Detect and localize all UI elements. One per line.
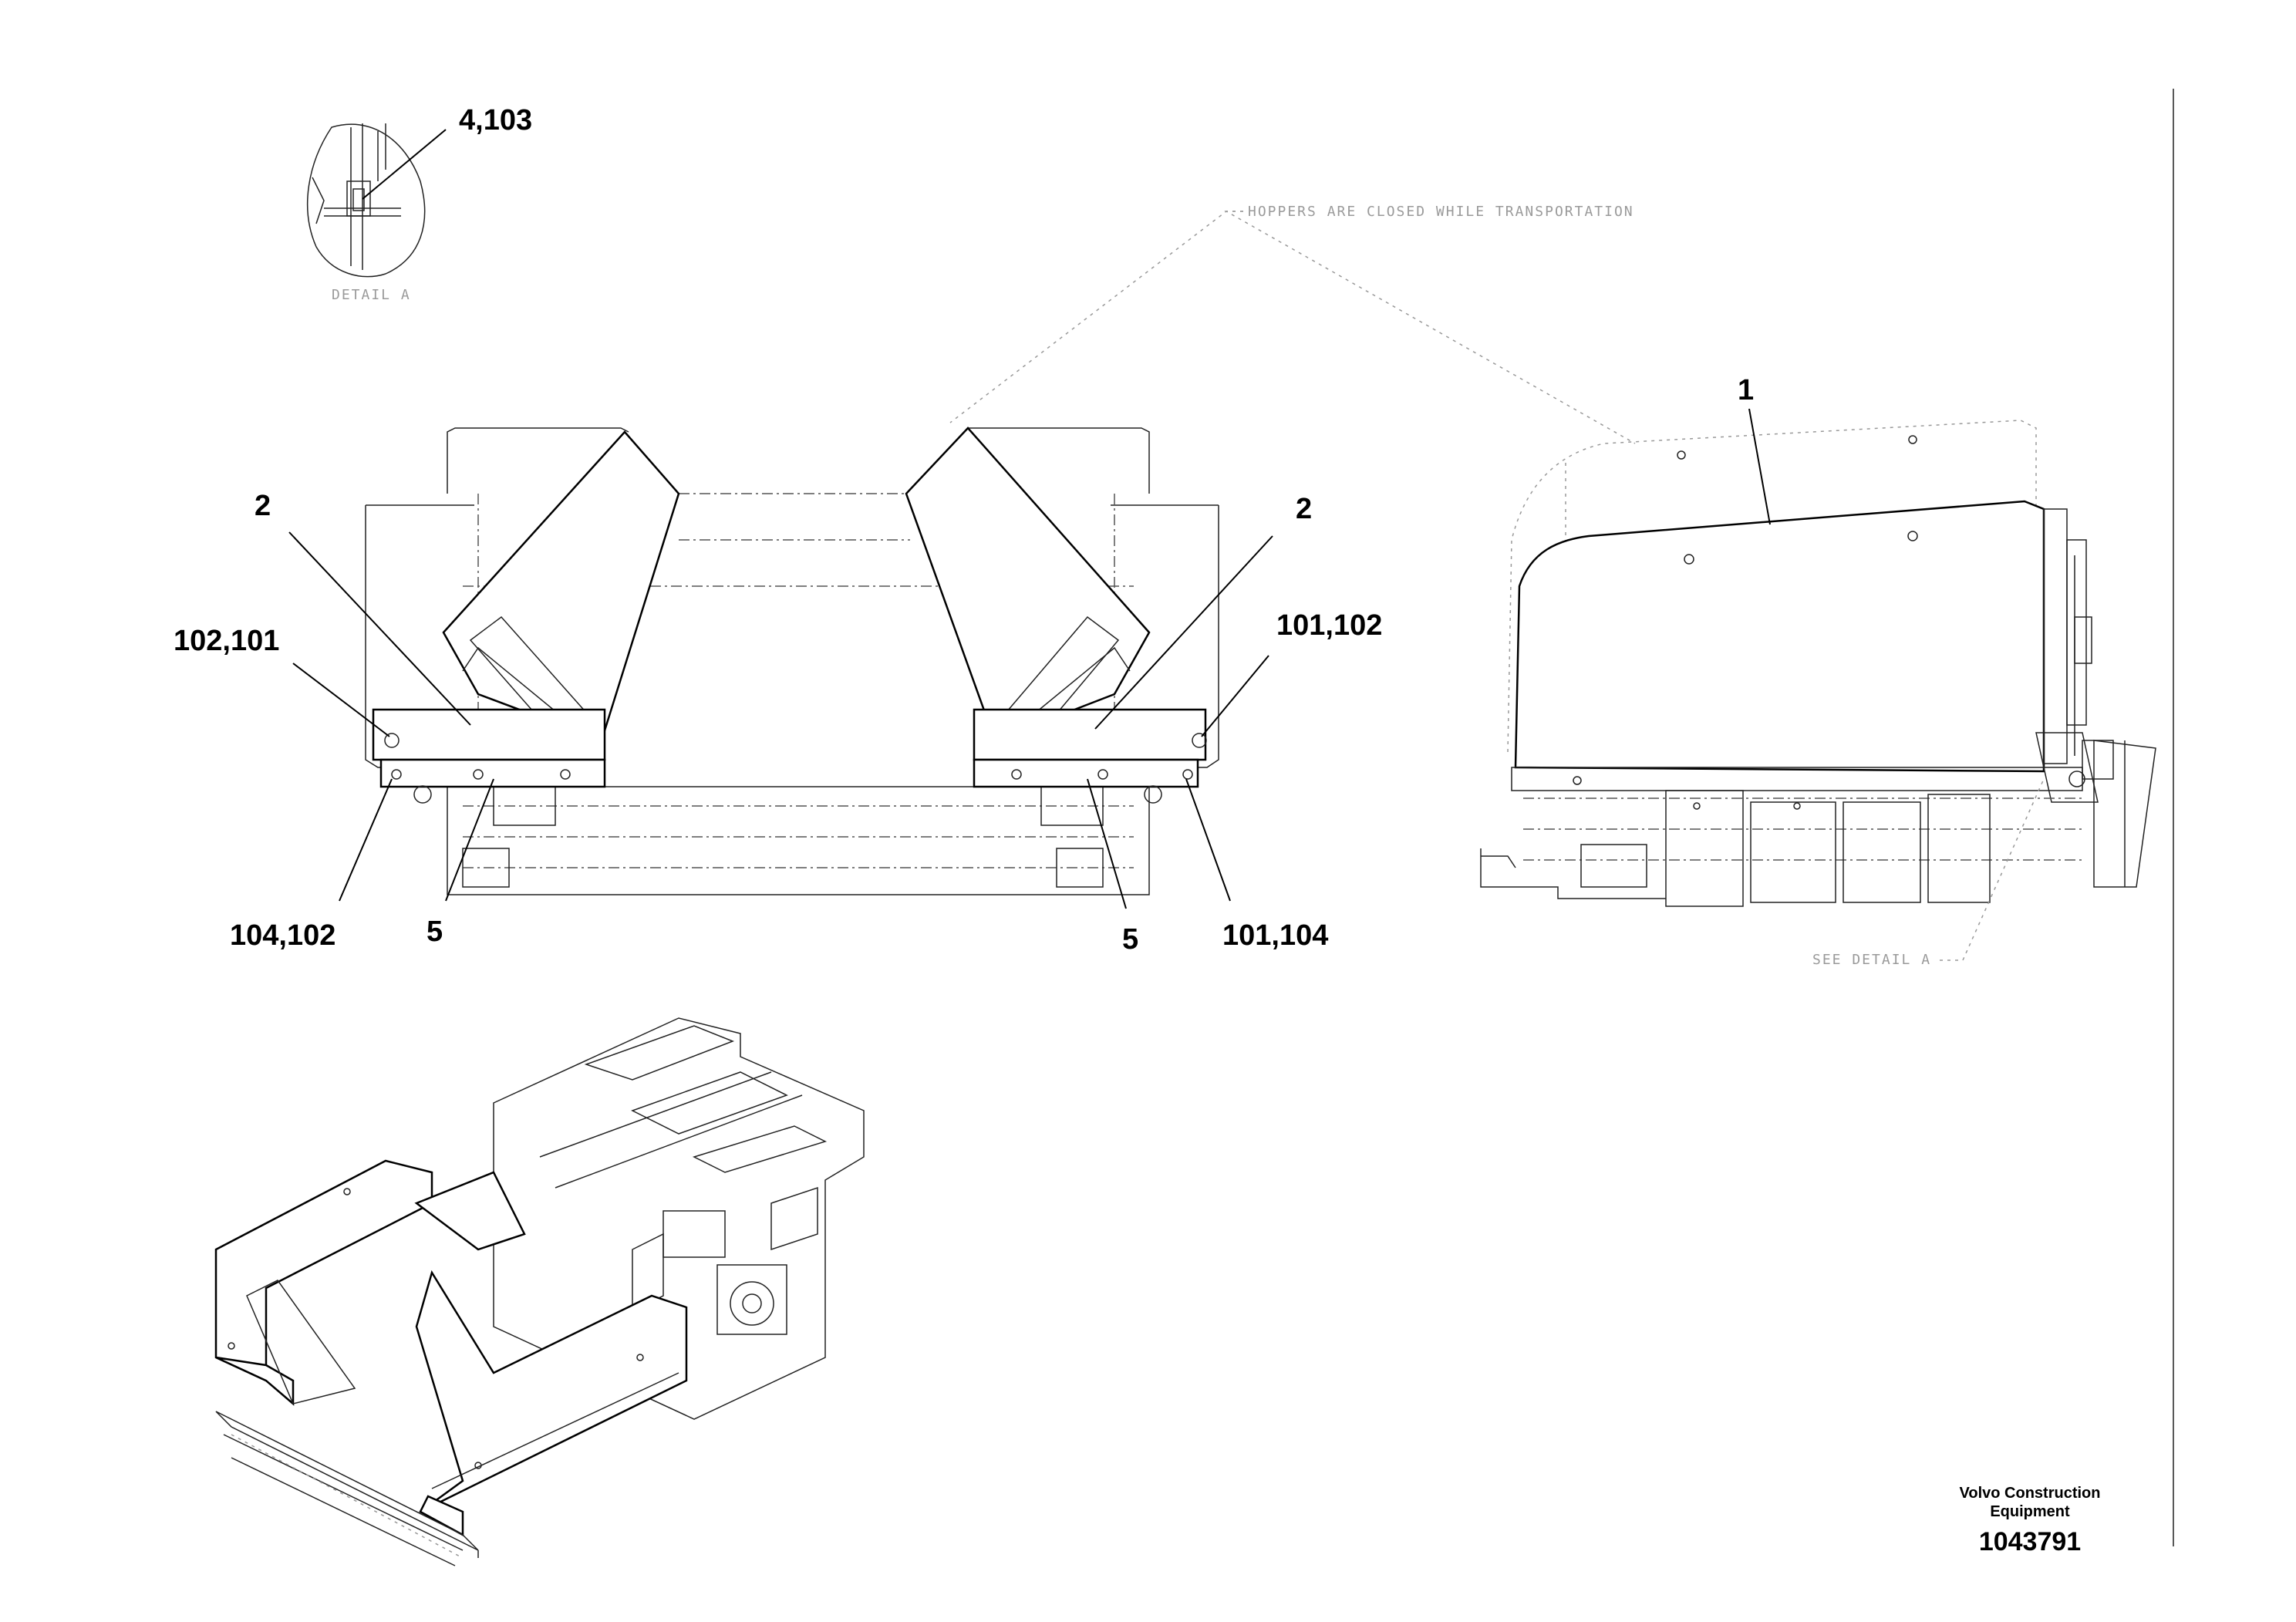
callout-left-upper: 102,101: [174, 625, 279, 657]
transport-note: HOPPERS ARE CLOSED WHILE TRANSPORTATION: [1248, 204, 1634, 220]
company-name-line2: Equipment: [1990, 1503, 2070, 1520]
leader-right-hopper: [1094, 535, 1273, 730]
leader-right-lower: [1185, 778, 1231, 902]
transport-note-leader-right: [1224, 211, 1636, 444]
detail-a-label: DETAIL A: [332, 287, 411, 303]
see-detail-leader: [1940, 778, 2045, 961]
leader-side-hopper: [1748, 408, 1771, 525]
side-view: [1480, 420, 2156, 907]
transport-note-leader-left: [949, 211, 1243, 423]
isometric-view: [214, 1017, 865, 1566]
company-name-line1: Volvo Construction: [1960, 1485, 2101, 1502]
callout-side-hopper: 1: [1738, 374, 1754, 406]
callout-right-hopper: 2: [1296, 493, 1312, 525]
document-number: 1043791: [1979, 1527, 2081, 1556]
see-detail-note: SEE DETAIL A: [1812, 952, 1931, 968]
callout-left-lower: 104,102: [230, 919, 335, 952]
leader-left-hopper: [288, 531, 471, 726]
callout-left-strip: 5: [426, 916, 443, 948]
detail-a-view: [306, 123, 426, 278]
leader-left-strip: [445, 778, 494, 902]
leader-left-lower: [339, 778, 393, 902]
detail-a-leader: [362, 129, 447, 200]
leader-right-upper: [1201, 655, 1269, 737]
callout-right-strip: 5: [1122, 923, 1138, 956]
leader-right-strip: [1087, 778, 1127, 909]
callout-right-lower: 101,104: [1222, 919, 1328, 952]
front-view: [365, 427, 1219, 895]
callout-left-hopper: 2: [255, 490, 271, 522]
leader-left-upper: [292, 663, 390, 737]
callout-right-upper: 101,102: [1276, 609, 1382, 642]
callout-detail-ref: 4,103: [459, 104, 532, 137]
